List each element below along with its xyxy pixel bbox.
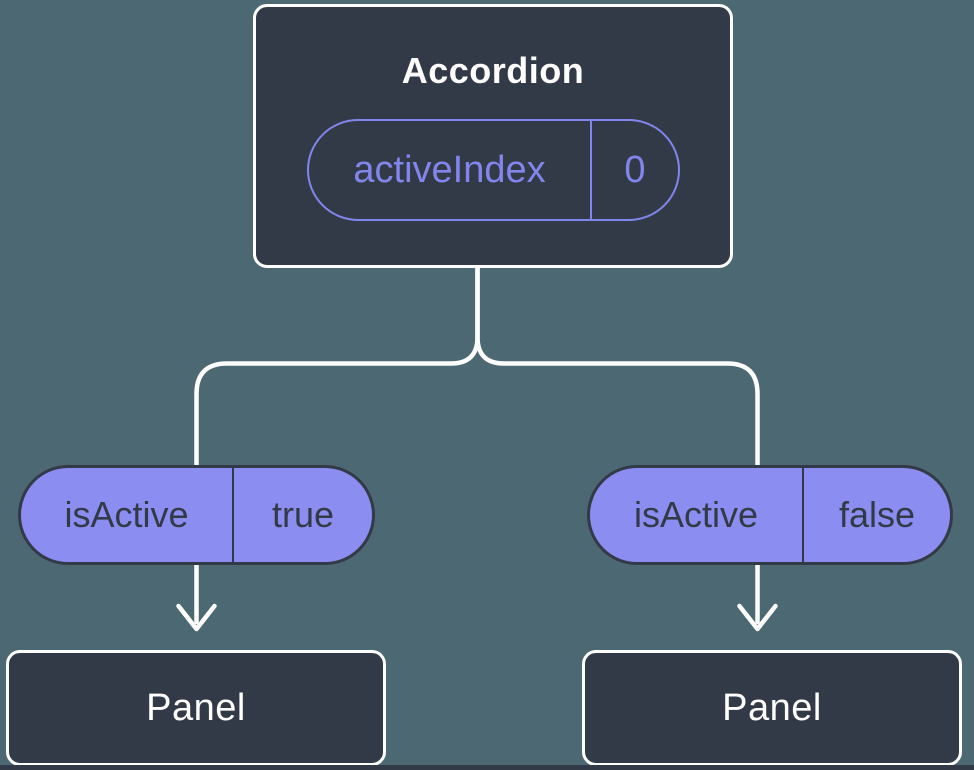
component-node-panel: Panel	[6, 650, 386, 766]
connector-left-branch	[194, 263, 480, 625]
prop-value: false	[802, 468, 950, 562]
node-title: Panel	[146, 686, 246, 729]
state-value: 0	[590, 121, 678, 219]
prop-name: isActive	[64, 494, 189, 535]
state-name: activeIndex	[353, 148, 546, 191]
bottom-edge-strip	[0, 765, 974, 770]
state-pill-activeindex: activeIndex 0	[307, 119, 680, 221]
arrow-down-icon	[737, 603, 778, 632]
prop-pill-isactive-false: isActive false	[587, 465, 953, 565]
prop-name: isActive	[633, 494, 759, 535]
arrow-down-icon	[176, 603, 217, 632]
component-node-panel: Panel	[582, 650, 962, 766]
prop-value: true	[232, 468, 372, 562]
node-title: Panel	[722, 686, 822, 729]
prop-pill-isactive-true: isActive true	[18, 465, 375, 565]
component-node-accordion: Accordion activeIndex 0	[253, 4, 733, 268]
node-title: Accordion	[401, 50, 585, 91]
connector-right-branch	[475, 263, 760, 625]
